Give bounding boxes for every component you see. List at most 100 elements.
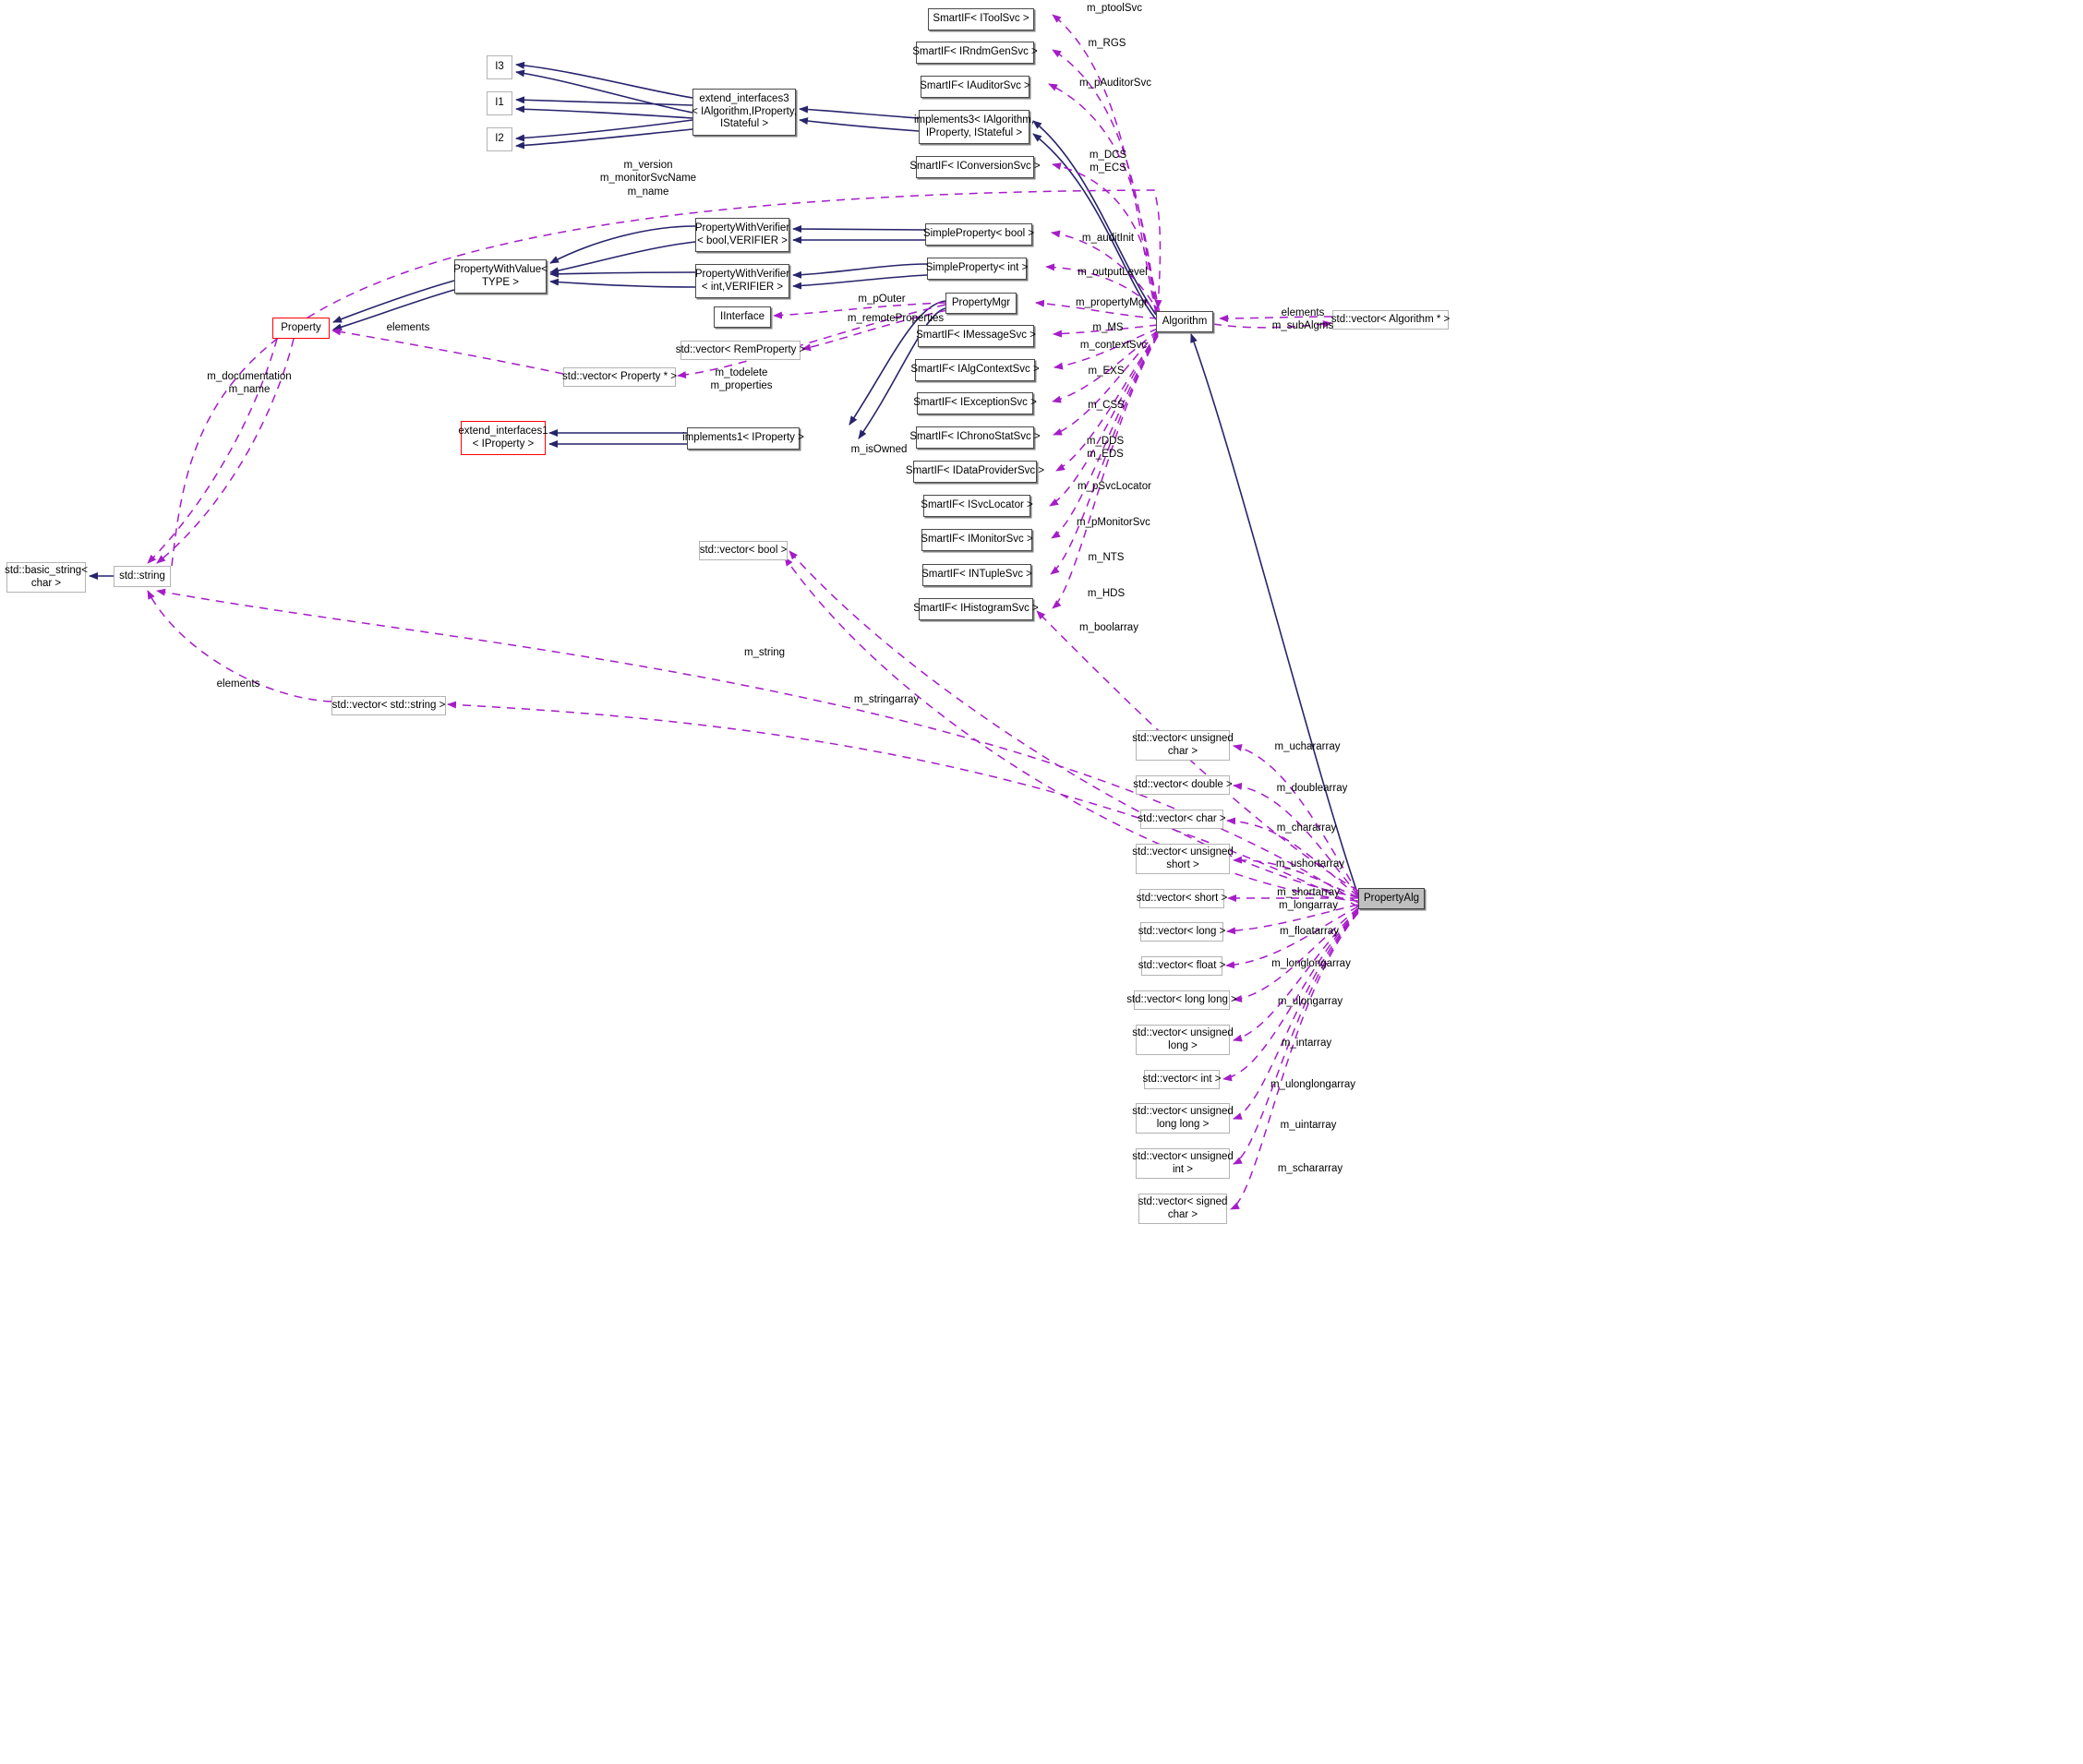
- class-node-basic-string[interactable]: std::basic_string< char >: [5, 562, 88, 593]
- class-node-propertymgr[interactable]: PropertyMgr: [945, 293, 1017, 314]
- class-node-pwvalue[interactable]: PropertyWithValue< TYPE >: [453, 259, 548, 294]
- edge-inherit-pwv-int-to-pwvalue: [549, 278, 696, 288]
- class-node-vec-bool[interactable]: std::vector< bool >: [699, 541, 788, 560]
- edge-label-lbl-elements-algptr: elements m_subAlgms: [1271, 307, 1334, 332]
- class-node-vec-uint[interactable]: std::vector< unsigned int >: [1132, 1148, 1234, 1179]
- edge-label-lbl-dcs-ecs: m_DCS m_ECS: [1089, 150, 1127, 174]
- class-node-smartif-dps[interactable]: SmartIF< IDataProviderSvc >: [906, 461, 1044, 483]
- class-node-vec-schar[interactable]: std::vector< signed char >: [1138, 1194, 1227, 1224]
- class-node-vec-string[interactable]: std::vector< std::string >: [331, 696, 446, 715]
- edge-inherit-extif3-to-i2: [515, 128, 693, 150]
- class-node-vec-ulong[interactable]: std::vector< unsigned long >: [1132, 1025, 1234, 1055]
- edge-label-lbl-hds: m_HDS: [1087, 588, 1126, 599]
- edge-label-lbl-uchararray: m_uchararray: [1274, 741, 1341, 752]
- class-node-smartif-ntuple[interactable]: SmartIF< INTupleSvc >: [921, 564, 1032, 586]
- class-node-vec-propptr[interactable]: std::vector< Property * >: [562, 367, 677, 387]
- edge-label-lbl-version-monitor: m_version m_monitorSvcName m_name: [599, 160, 697, 198]
- class-node-vec-float[interactable]: std::vector< float >: [1138, 956, 1225, 976]
- edge-label-lbl-intarray: m_intarray: [1281, 1038, 1332, 1049]
- class-node-extif3[interactable]: extend_interfaces3 < IAlgorithm,IPropert…: [692, 89, 797, 136]
- edge-label-lbl-outputlevel: m_outputLevel: [1078, 267, 1148, 278]
- class-node-property[interactable]: Property: [272, 318, 330, 339]
- class-node-iinterface[interactable]: IInterface: [714, 306, 771, 328]
- class-node-impl1[interactable]: implements1< IProperty >: [682, 427, 804, 450]
- edge-label-lbl-exs: m_EXS: [1088, 366, 1125, 377]
- class-node-pwv-bool[interactable]: PropertyWithVerifier < bool,VERIFIER >: [695, 218, 789, 252]
- class-node-smartif-msg[interactable]: SmartIF< IMessageSvc >: [916, 325, 1036, 347]
- class-node-sp-int[interactable]: SimpleProperty< int >: [926, 258, 1028, 280]
- edge-inherit-extif3-to-i3: [515, 69, 693, 114]
- edge-inherit-pwv-int-to-pwvalue: [549, 270, 696, 278]
- class-node-extif1[interactable]: extend_interfaces1 < IProperty >: [458, 421, 548, 455]
- edge-label-lbl-documentation: m_documentation m_name: [207, 371, 292, 396]
- class-node-pwv-int[interactable]: PropertyWithVerifier < int,VERIFIER >: [695, 264, 789, 298]
- class-node-smartif-chrono[interactable]: SmartIF< IChronoStatSvc >: [909, 426, 1041, 449]
- edge-label-lbl-elements-prop: elements: [386, 322, 430, 333]
- edge-label-lbl-boolarray: m_boolarray: [1079, 622, 1138, 633]
- class-node-impl3[interactable]: implements3< IAlgorithm, IProperty, ISta…: [914, 110, 1034, 144]
- class-node-vec-char[interactable]: std::vector< char >: [1138, 810, 1226, 829]
- edge-label-lbl-pouter: m_pOuter: [858, 294, 906, 305]
- class-node-smartif-svcloc[interactable]: SmartIF< ISvcLocator >: [921, 495, 1033, 517]
- edge-inherit-extif3-to-i3: [515, 61, 693, 99]
- class-node-sp-bool[interactable]: SimpleProperty< bool >: [923, 223, 1034, 246]
- edge-label-lbl-css: m_CSS: [1088, 400, 1125, 411]
- edge-inherit-impl3-to-extif3: [799, 117, 920, 132]
- edge-label-lbl-pauditorsvc: m_pAuditorSvc: [1079, 78, 1151, 89]
- class-node-vec-algptr[interactable]: std::vector< Algorithm * >: [1331, 310, 1450, 330]
- edge-inherit-sp-int-to-pwv-int: [792, 263, 928, 279]
- edge-label-lbl-chararray: m_chararray: [1276, 822, 1337, 834]
- class-node-smartif-exc[interactable]: SmartIF< IExceptionSvc >: [913, 392, 1037, 414]
- class-node-i3[interactable]: I3: [487, 55, 512, 79]
- edge-label-lbl-ms: m_MS: [1092, 322, 1124, 333]
- class-node-vec-ushort[interactable]: std::vector< unsigned short >: [1132, 844, 1234, 874]
- edge-inherit-extif3-to-i1: [515, 105, 693, 119]
- class-node-propertyalg[interactable]: PropertyAlg: [1358, 888, 1425, 909]
- edge-usage-propertyalg-to-vec-bool: [784, 557, 1359, 902]
- class-node-vec-longlong[interactable]: std::vector< long long >: [1126, 990, 1237, 1010]
- edge-inherit-pwv-bool-to-pwvalue: [549, 225, 696, 264]
- class-node-smartif-audit[interactable]: SmartIF< IAuditorSvc >: [920, 76, 1030, 98]
- edge-label-lbl-elements-str: elements: [216, 678, 260, 690]
- class-node-smartif-conv[interactable]: SmartIF< IConversionSvc >: [909, 156, 1041, 178]
- edge-label-lbl-psvclocator: m_pSvcLocator: [1078, 481, 1151, 492]
- class-node-vec-long[interactable]: std::vector< long >: [1138, 922, 1225, 942]
- class-node-vec-ulonglong[interactable]: std::vector< unsigned long long >: [1132, 1103, 1234, 1134]
- class-node-i1[interactable]: I1: [487, 91, 512, 115]
- edge-usage-propertyalg-to-vec-longlong: [1233, 907, 1359, 1002]
- class-node-smartif-rndm[interactable]: SmartIF< IRndmGenSvc >: [912, 42, 1038, 64]
- edge-inherit-pwvalue-to-property: [332, 280, 455, 323]
- edge-label-lbl-stringarray: m_stringarray: [853, 694, 920, 705]
- edge-label-lbl-schararray: m_schararray: [1277, 1163, 1343, 1174]
- edge-label-lbl-longarray: m_longarray: [1279, 900, 1338, 911]
- edge-label-lbl-ushortarray: m_ushortarray: [1275, 858, 1345, 870]
- edge-label-lbl-nts: m_NTS: [1088, 552, 1125, 563]
- edge-label-lbl-longlongarray: m_longlongarray: [1271, 958, 1351, 969]
- class-node-smartif-tool[interactable]: SmartIF< IToolSvc >: [928, 8, 1034, 30]
- class-node-algorithm[interactable]: Algorithm: [1156, 311, 1213, 332]
- edge-inherit-pwv-bool-to-pwvalue: [549, 241, 696, 275]
- edge-label-lbl-propertymgr: m_propertyMgr: [1076, 297, 1148, 308]
- class-node-vec-double[interactable]: std::vector< double >: [1133, 775, 1233, 795]
- edge-label-lbl-pmonitorsvc: m_pMonitorSvc: [1077, 517, 1150, 528]
- class-node-smartif-algctx[interactable]: SmartIF< IAlgContextSvc >: [910, 359, 1040, 381]
- edge-usage-algorithm-to-smartif-audit: [1048, 83, 1159, 316]
- class-node-i2[interactable]: I2: [487, 127, 512, 151]
- edge-usage-propertyalg-to-vec-double: [1233, 782, 1359, 896]
- edge-label-lbl-auditinit: m_auditInit: [1081, 233, 1135, 244]
- class-node-std-string[interactable]: std::string: [114, 566, 171, 587]
- class-node-smartif-mon[interactable]: SmartIF< IMonitorSvc >: [921, 529, 1033, 551]
- edge-label-lbl-floatarray: m_floatarray: [1280, 926, 1339, 937]
- class-node-vec-remprop[interactable]: std::vector< RemProperty >: [676, 341, 805, 360]
- class-node-vec-short[interactable]: std::vector< short >: [1137, 889, 1227, 908]
- class-node-smartif-hist[interactable]: SmartIF< IHistogramSvc >: [913, 598, 1039, 620]
- class-node-vec-int[interactable]: std::vector< int >: [1143, 1070, 1222, 1089]
- class-node-vec-uchar[interactable]: std::vector< unsigned char >: [1132, 730, 1234, 761]
- edge-label-lbl-todelete-props: m_todelete m_properties: [710, 367, 773, 392]
- edge-label-lbl-ptoolsvc: m_ptoolSvc: [1086, 3, 1143, 14]
- edge-usage-propertyalg-to-vec-uchar: [1233, 744, 1359, 894]
- edge-label-lbl-shortarray: m_shortarray: [1277, 887, 1340, 898]
- edge-usage-propertyalg-to-vec-bool: [789, 550, 1359, 898]
